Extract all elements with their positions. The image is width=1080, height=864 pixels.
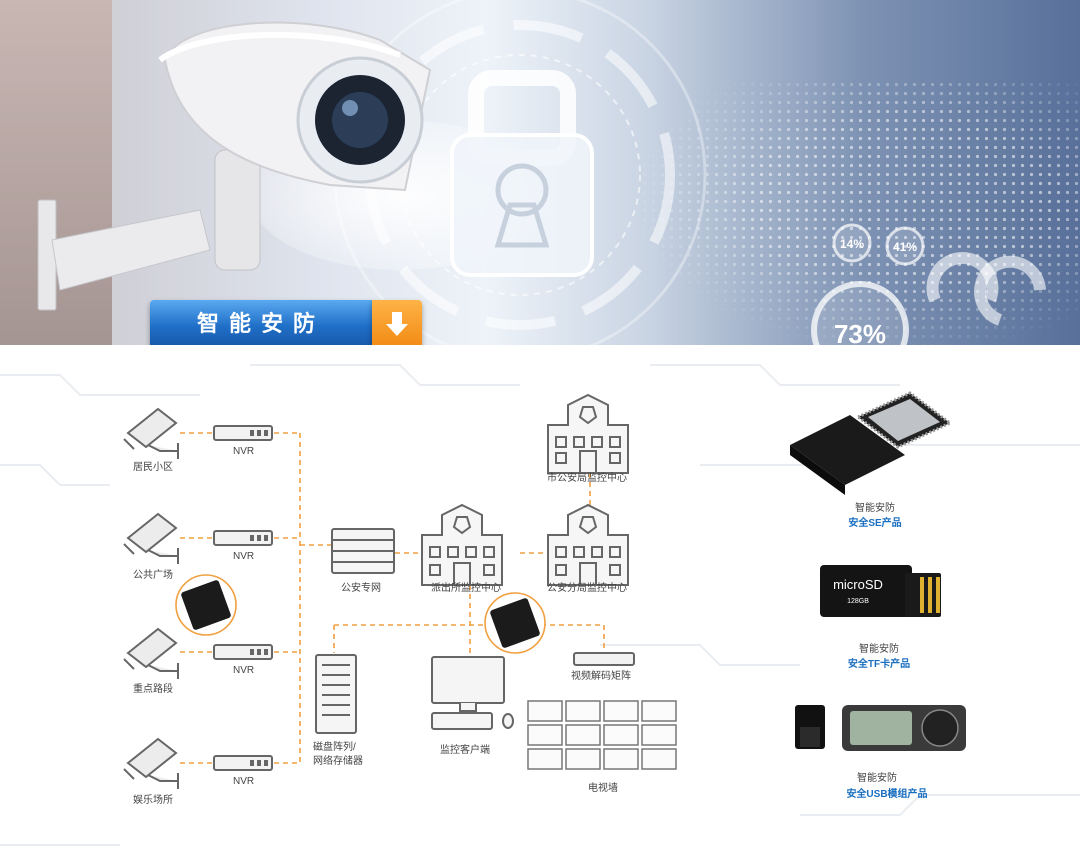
stat-41: 41% [893,240,917,254]
camera-icon [123,407,179,459]
hero-illustration: 14% 41% 73% [37,0,1046,345]
site-label-residential: 居民小区 [133,462,173,473]
product-usb-line1: 智能安防 [857,773,897,784]
tf-card-product-image: microSD 128GB [820,565,941,617]
nvr-label: NVR [233,551,255,562]
product-tf-line1: 智能安防 [859,644,899,655]
se-chip-icon [484,592,546,654]
product-tf-line2: 安全TF卡产品 [847,659,911,670]
storage-label-line1: 磁盘阵列/ [313,742,356,753]
banner-title-bar [150,300,372,345]
city-bureau-label: 市公安局监控中心 [547,473,627,484]
network-diagram: microSD 128GB [0,364,1080,846]
se-chip-icon [175,574,237,636]
police-building-icons [421,393,629,586]
banner-title: 智能安防 [196,311,325,336]
police-station-label: 派出所监控中心 [431,583,501,594]
tv-wall-icon [527,700,677,770]
diagram-area: microSD 128GB 居民小区 NVR 公共广场 NVR 重点路段 NVR… [0,345,1080,864]
nvr-label: NVR [233,665,255,676]
site-label-key-road: 重点路段 [133,684,173,695]
tv-wall-label: 电视墙 [588,783,618,794]
client-label: 监控客户端 [440,745,490,756]
hero-banner-image: 14% 41% 73% 智能安防 [0,0,1080,345]
camera-icon [123,737,179,789]
sub-bureau-label: 公安分局监控中心 [547,583,627,594]
sub-bureau-building-icon [547,503,629,586]
product-usb-line2: 安全USB模组产品 [846,789,928,800]
stat-14: 14% [840,237,864,251]
camera-icon [123,627,179,679]
nvr-label: NVR [233,446,255,457]
world-map-dots [640,80,1080,345]
public-net-label: 公安专网 [341,583,381,594]
site-label-public-square: 公共广场 [133,570,173,581]
city-bureau-building-icon [547,393,629,474]
product-se-line2: 安全SE产品 [848,518,902,529]
nvr-label: NVR [233,776,255,787]
police-station-building-icon [421,503,503,586]
storage-label-line2: 网络存储器 [313,756,363,767]
nvr-devices [213,425,273,771]
storage-array-icon [315,654,357,734]
site-label-entertainment: 娱乐场所 [133,795,173,806]
se-chip-product-image [790,391,953,495]
product-se-line1: 智能安防 [855,503,895,514]
usb-module-product-image [795,705,966,751]
decoder-label: 视频解码矩阵 [571,671,631,682]
security-camera-icon [37,21,432,311]
site-cameras [123,407,179,789]
camera-icon [123,512,179,564]
stat-73: 73% [834,319,886,345]
decoder-matrix-icon [573,652,635,666]
section-banner: 智能安防 [150,300,422,345]
card-capacity: 128GB [847,598,869,605]
monitor-client-icon [431,656,514,730]
arrow-down-icon [386,312,408,336]
stat-rings: 14% 41% 73% [811,223,1046,345]
firewall-icon [331,528,395,574]
lock-icon [450,70,594,277]
card-brand: microSD [833,577,883,592]
banner-arrow-button[interactable] [372,300,422,345]
